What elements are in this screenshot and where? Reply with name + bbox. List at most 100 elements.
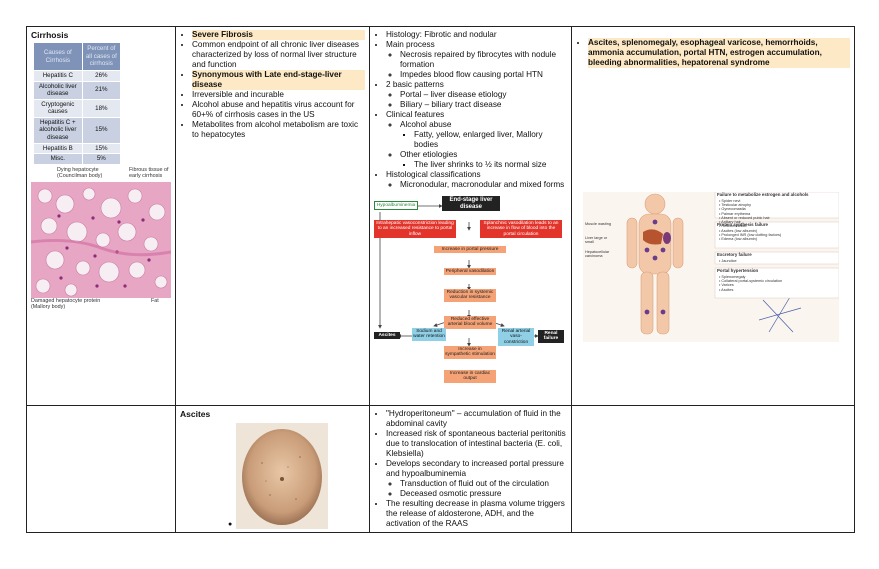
list-item: Synonymous with Late end-stage-liver dis… bbox=[192, 70, 365, 90]
histology-list: Histology: Fibrotic and nodular Main pro… bbox=[374, 30, 567, 190]
figure-list-item: • Varices bbox=[719, 283, 734, 288]
histology-micrograph bbox=[31, 181, 171, 298]
list-item: Irreversible and incurable bbox=[192, 90, 365, 100]
list-item: Alcohol abuse and hepatitis virus accoun… bbox=[192, 100, 365, 120]
fig-failure-list: • Spider nevi• Testicular atrophy• Gynec… bbox=[719, 199, 837, 228]
figure-list-item: • Jaundice bbox=[719, 259, 737, 263]
label-fat: Fat bbox=[151, 297, 159, 304]
causes-table: Causes of Cirrhosis Percent of all cases… bbox=[33, 42, 122, 165]
flow-sodium-retention: Sodium and water retention bbox=[412, 328, 446, 341]
complications-list: Ascites, splenomegaly, esophageal varico… bbox=[576, 38, 850, 68]
figure-list-item: • Splenomegaly bbox=[719, 275, 746, 279]
fibrosis-cell: Severe FibrosisCommon endpoint of all ch… bbox=[175, 26, 370, 406]
cirrhosis-title: Cirrhosis bbox=[31, 30, 69, 40]
ascites-list: "Hydroperitoneum" – accumulation of flui… bbox=[374, 409, 567, 529]
list-item: Portal – liver disease etiology bbox=[400, 90, 567, 100]
empty-cell bbox=[26, 404, 176, 534]
flow-splanchnic: Splanchnic vasodilation leads to an incr… bbox=[480, 220, 562, 238]
cirrhosis-cell: Cirrhosis Causes of Cirrhosis Percent of… bbox=[26, 26, 176, 406]
list-item: Deceased osmotic pressure bbox=[400, 489, 567, 499]
list-item: Fatty, yellow, enlarged liver, Mallory b… bbox=[414, 130, 567, 150]
figure-list-item: • Testicular atrophy bbox=[719, 203, 752, 208]
table-cell: Hepatitis C + alcoholic liver disease bbox=[33, 116, 83, 144]
list-item: Common endpoint of all chronic liver dis… bbox=[192, 40, 365, 70]
list-item: Impedes blood flow causing portal HTN bbox=[400, 70, 567, 80]
flow-renal-failure: Renal failure bbox=[538, 330, 564, 343]
complications-summary: Ascites, splenomegaly, esophageal varico… bbox=[588, 38, 850, 68]
ascites-cell: Ascites ● bbox=[175, 404, 370, 534]
table-cell: Misc. bbox=[33, 153, 83, 165]
causes-header-percent: Percent of all cases of cirrhosis bbox=[81, 42, 122, 72]
list-item: Micronodular, macronodular and mixed for… bbox=[400, 180, 567, 190]
list-item: Transduction of fluid out of the circula… bbox=[400, 479, 567, 489]
list-item: 2 basic patterns Portal – liver disease … bbox=[386, 80, 567, 110]
label-fibrous-tissue: Fibrous tissue of early cirrhosis bbox=[129, 166, 169, 179]
flow-sympathetic: Increase in sympathetic stimulation bbox=[444, 346, 496, 359]
ascites-abdomen-photo bbox=[236, 423, 329, 530]
cirrhosis-effects-figure: Failure to metabolize estrogen and alcoh… bbox=[583, 192, 839, 342]
figure-list-item: • Spider nevi bbox=[719, 199, 741, 203]
label-dying-hepatocyte: Dying hepatocyte (Councilman body) bbox=[57, 166, 103, 179]
fig-excretory-title: Excretory failure bbox=[717, 252, 752, 257]
flow-cardiac-output: Increase in cardiac output bbox=[444, 370, 496, 383]
flow-reduction: Reduction in systemic vascular resistanc… bbox=[444, 289, 496, 302]
table-cell: 15% bbox=[81, 116, 122, 144]
body-illustration bbox=[583, 192, 839, 342]
list-item: Develops secondary to increased portal p… bbox=[386, 459, 567, 499]
fig-hcc: Hepatocellular carcinoma bbox=[585, 250, 610, 259]
figure-list-item: • Prolonged INR (low clotting factors) bbox=[719, 233, 782, 238]
list-item: Alcohol abuse Fatty, yellow, enlarged li… bbox=[400, 120, 567, 150]
fig-excretory-list: • Jaundice bbox=[719, 259, 837, 263]
ascites-notes-cell: "Hydroperitoneum" – accumulation of flui… bbox=[369, 404, 572, 534]
list-item: "Hydroperitoneum" – accumulation of flui… bbox=[386, 409, 567, 429]
list-item: Increased risk of spontaneous bacterial … bbox=[386, 429, 567, 459]
histology-cell: Histology: Fibrotic and nodular Main pro… bbox=[369, 26, 572, 406]
flow-intrahepatic: Intrahepatic vasoconstriction leading to… bbox=[374, 220, 456, 238]
figure-list-item: • Reduced libido bbox=[719, 224, 747, 229]
table-cell: 26% bbox=[81, 70, 122, 82]
label-damaged-hepatocyte: Damaged hepatocyte protein (Mallory body… bbox=[31, 297, 101, 310]
flow-end-stage: End-stage liver disease bbox=[442, 196, 500, 212]
figure-list-item: • Ascites bbox=[719, 287, 734, 292]
list-item: Histological classifications Micronodula… bbox=[386, 170, 567, 190]
ascites-photo-row: ● bbox=[180, 423, 365, 530]
complications-cell: Ascites, splenomegaly, esophageal varico… bbox=[571, 26, 855, 406]
list-item: Other etiologies The liver shrinks to ½ … bbox=[400, 150, 567, 170]
table-cell: Alcoholic liver disease bbox=[33, 80, 83, 100]
fig-portal-list: • Splenomegaly• Collateral portal-system… bbox=[719, 275, 837, 292]
fig-protein-title: Protein synthesis failure bbox=[717, 222, 768, 227]
figure-list-item: • Gynecomastia bbox=[719, 207, 746, 212]
figure-list-item: • Palmar erythema bbox=[719, 211, 751, 216]
list-item: Main process Necrosis repaired by fibroc… bbox=[386, 40, 567, 80]
list-item: Biliary – biliary tract disease bbox=[400, 100, 567, 110]
list-item: The liver shrinks to ½ its normal size bbox=[414, 160, 567, 170]
fig-portal-title: Portal hypertension bbox=[717, 268, 759, 273]
table-cell: 5% bbox=[81, 153, 122, 165]
flow-ascites: Ascites bbox=[374, 332, 400, 340]
fig-failure-title: Failure to metabolize estrogen and alcoh… bbox=[717, 192, 809, 197]
list-item: Metabolites from alcohol metabolism are … bbox=[192, 120, 365, 140]
notes-grid: Cirrhosis Causes of Cirrhosis Percent of… bbox=[26, 26, 855, 534]
figure-list-item: • Axillary hair bbox=[719, 219, 741, 224]
fig-liver-size: Liver large or small bbox=[585, 236, 608, 245]
figure-list-item: • Collateral portal-systemic circulation bbox=[719, 279, 783, 284]
table-cell: Hepatitis C bbox=[33, 70, 83, 82]
list-item: Necrosis repaired by fibrocytes with nod… bbox=[400, 50, 567, 70]
table-cell: 21% bbox=[81, 80, 122, 100]
table-cell: Hepatitis B bbox=[33, 142, 83, 155]
table-cell: Cryptogenic causes bbox=[33, 98, 83, 118]
flow-peripheral: Peripheral vasodilation bbox=[444, 268, 496, 276]
portal-hypertension-flowchart: Hypoalbuminemia End-stage liver disease … bbox=[374, 194, 564, 390]
figure-list-item: • Edema (low albumin) bbox=[719, 237, 758, 242]
list-item: Severe Fibrosis bbox=[192, 30, 365, 40]
list-item: Histology: Fibrotic and nodular bbox=[386, 30, 567, 40]
list-item: The resulting decrease in plasma volume … bbox=[386, 499, 567, 529]
notes-sheet: Cirrhosis Causes of Cirrhosis Percent of… bbox=[26, 26, 855, 534]
list-item: Clinical features Alcohol abuse Fatty, y… bbox=[386, 110, 567, 170]
causes-header-cause: Causes of Cirrhosis bbox=[33, 42, 83, 72]
fibrosis-list: Severe FibrosisCommon endpoint of all ch… bbox=[180, 30, 365, 140]
fig-muscle-wasting: Muscle wasting bbox=[585, 222, 611, 226]
flow-hypoalbuminemia: Hypoalbuminemia bbox=[374, 201, 418, 211]
histology-figure: Dying hepatocyte (Councilman body) Fibro… bbox=[31, 166, 171, 316]
empty-cell bbox=[571, 404, 855, 534]
